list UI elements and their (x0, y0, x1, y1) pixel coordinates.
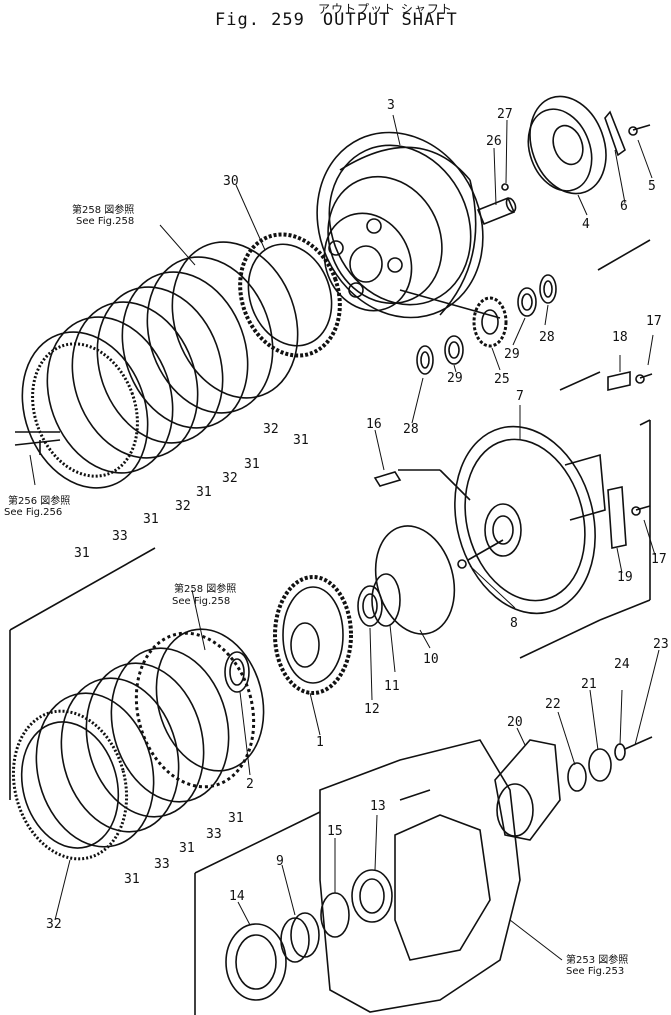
part-25-gear (472, 296, 508, 348)
callout: 16 (366, 417, 382, 432)
callout: 23 (653, 637, 669, 652)
part-1-gear (273, 575, 353, 695)
callout: 28 (539, 330, 555, 345)
ref-256-en: See Fig.256 (4, 507, 62, 518)
callout: 32 (46, 917, 62, 932)
figure-references: 第258 図参照 See Fig.258 第256 図参照 See Fig.25… (4, 203, 628, 977)
callout: 14 (229, 889, 245, 904)
figure-name: OUTPUT SHAFT (322, 10, 458, 30)
callout: 5 (648, 179, 656, 194)
callout: 9 (276, 854, 284, 869)
callout: 21 (581, 677, 597, 692)
callout: 31 (179, 841, 195, 856)
callout: 11 (384, 679, 400, 694)
part-28-washers (399, 274, 557, 375)
callout: 29 (504, 347, 520, 362)
callout: 15 (327, 824, 343, 839)
ref-256-jp: 第256 図参照 (8, 494, 70, 507)
part-3-drum (316, 131, 484, 319)
callout: 4 (582, 217, 590, 232)
callout: 31 (74, 546, 90, 561)
part-29-bearings (444, 287, 537, 365)
callout: 2 (246, 777, 254, 792)
upper-clutch-pack (14, 241, 299, 489)
callout: 27 (497, 107, 513, 122)
ref-253-en: See Fig.253 (566, 966, 624, 977)
ref-258-jp: 第258 図参照 (72, 203, 134, 216)
callout: 10 (423, 652, 439, 667)
part-26-pin (476, 183, 517, 226)
ref-253-jp: 第253 図参照 (566, 953, 628, 966)
callout: 33 (154, 857, 170, 872)
callout: 31 (196, 485, 212, 500)
callout: 7 (516, 389, 524, 404)
callout: 24 (614, 657, 630, 672)
callout: 18 (612, 330, 628, 345)
callout: 25 (494, 372, 510, 387)
callout: 33 (206, 827, 222, 842)
figure-number: Fig. 259 (215, 10, 305, 30)
part-2-ring (224, 651, 250, 693)
ref-258b-jp: 第258 図参照 (174, 582, 236, 595)
callout: 31 (293, 433, 309, 448)
title-japanese: アウトプット シャフト (318, 2, 453, 16)
seal-rings (357, 525, 456, 635)
callout: 32 (222, 471, 238, 486)
part-7-housing (373, 370, 653, 615)
callout: 31 (124, 872, 140, 887)
lower-clutch-pack (11, 628, 265, 861)
callout: 20 (507, 715, 523, 730)
callout: 8 (510, 616, 518, 631)
callout: 26 (486, 134, 502, 149)
callout: 1 (316, 735, 324, 750)
outline-lines (9, 239, 651, 1015)
bearings-and-seals-lower (225, 869, 393, 1001)
callout: 19 (617, 570, 633, 585)
callout: 17 (646, 314, 662, 329)
callout: 12 (364, 702, 380, 717)
callout: 31 (228, 811, 244, 826)
callout: 22 (545, 697, 561, 712)
ref-258b-en: See Fig.258 (172, 596, 230, 607)
callout: 30 (223, 174, 239, 189)
callout: 32 (175, 499, 191, 514)
leader-lines (29, 114, 660, 961)
callout: 33 (112, 529, 128, 544)
callout-numbers: 1 2 3 4 5 6 7 8 9 10 11 12 13 14 15 16 1… (46, 98, 669, 932)
ref-258-en: See Fig.258 (76, 216, 134, 227)
callout: 3 (387, 98, 395, 113)
callout: 31 (143, 512, 159, 527)
callout: 32 (263, 422, 279, 437)
callout: 29 (447, 371, 463, 386)
callout: 6 (620, 199, 628, 214)
callout: 17 (651, 552, 667, 567)
callout: 13 (370, 799, 386, 814)
transmission-case (319, 739, 521, 1013)
part-4-cover (527, 95, 651, 195)
callout: 31 (244, 457, 260, 472)
figure-title: Fig. 259 OUTPUT SHAFT (215, 10, 458, 30)
callout: 28 (403, 422, 419, 437)
yoke-assembly (494, 736, 653, 841)
part-30-ring-gear (238, 232, 342, 358)
